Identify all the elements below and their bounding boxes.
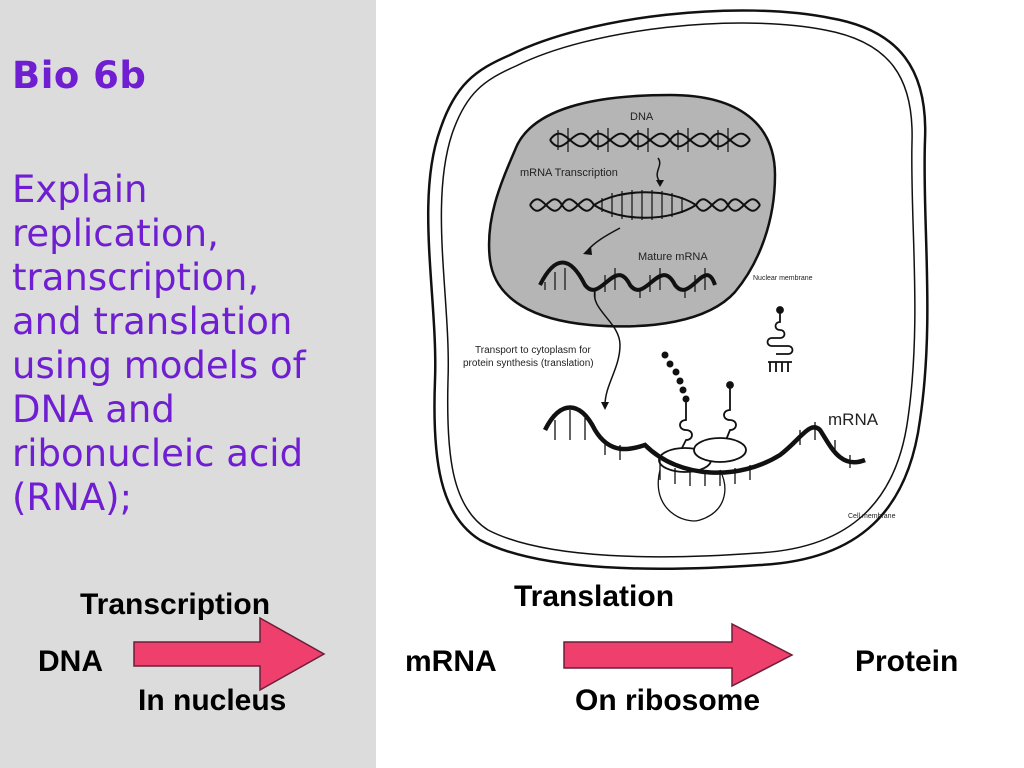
cytoplasm-mrna-icon bbox=[542, 405, 866, 486]
mrna-label: mRNA bbox=[828, 410, 879, 429]
translation-label: Translation bbox=[514, 580, 675, 613]
slide-title: Bio 6b bbox=[12, 54, 147, 97]
ribosome-icon bbox=[658, 437, 747, 473]
slide-objective-text: Explain replication, transcription, and … bbox=[12, 168, 306, 519]
bound-trna-icon bbox=[679, 381, 737, 449]
dna-helix-icon bbox=[549, 128, 751, 152]
transport-label-line1: Transport to cytoplasm for bbox=[475, 345, 591, 356]
cell-membrane-outer bbox=[426, 9, 929, 570]
cell-membrane-inner bbox=[440, 22, 916, 558]
free-trna-icon bbox=[766, 306, 794, 372]
transcription-label: Transcription bbox=[80, 588, 271, 621]
nuclear-membrane-label: Nuclear membrane bbox=[753, 275, 813, 282]
mature-mrna-label: Mature mRNA bbox=[638, 251, 708, 263]
protein-flow-label: Protein bbox=[855, 645, 959, 678]
dna-flow-label: DNA bbox=[38, 645, 103, 678]
mature-mrna-icon bbox=[538, 260, 717, 298]
transport-arrow bbox=[593, 289, 621, 406]
on-ribosome-label: On ribosome bbox=[575, 684, 761, 717]
mrna-transcription-label: mRNA Transcription bbox=[520, 167, 618, 179]
amino-acid-chain-icon bbox=[661, 351, 690, 403]
dna-to-transcription-arrow bbox=[656, 157, 661, 183]
dna-label: DNA bbox=[630, 111, 654, 123]
left-panel bbox=[0, 0, 376, 768]
ribosome-loop bbox=[657, 469, 726, 522]
transport-label-line2: protein synthesis (translation) bbox=[463, 358, 594, 369]
transcription-helix-icon bbox=[529, 190, 761, 220]
translation-arrow-icon bbox=[563, 622, 794, 688]
mrna-flow-label: mRNA bbox=[405, 645, 497, 678]
cell-membrane-label: Cell membrane bbox=[848, 513, 896, 520]
transcription-arrow-icon bbox=[133, 616, 326, 692]
cell-diagram: DNA mRNA Transcription Mature mRNA Nucle… bbox=[426, 9, 929, 570]
